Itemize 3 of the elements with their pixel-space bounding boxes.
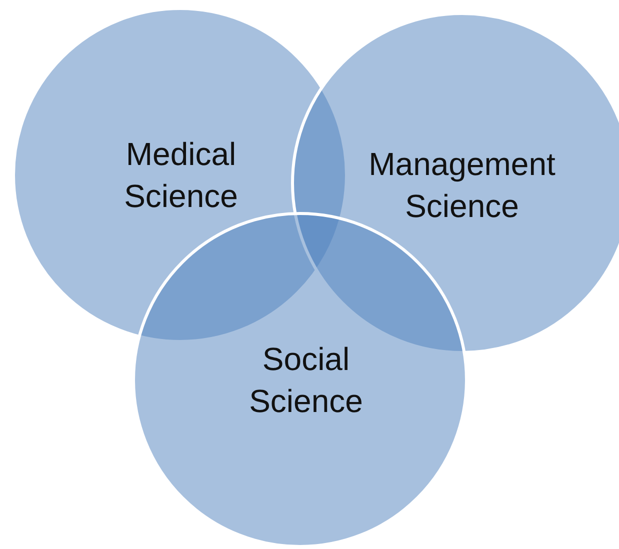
circle-label: Social Science: [249, 340, 363, 421]
circle-label: Medical Science: [124, 135, 238, 216]
circle-label: Management Science: [368, 145, 556, 226]
